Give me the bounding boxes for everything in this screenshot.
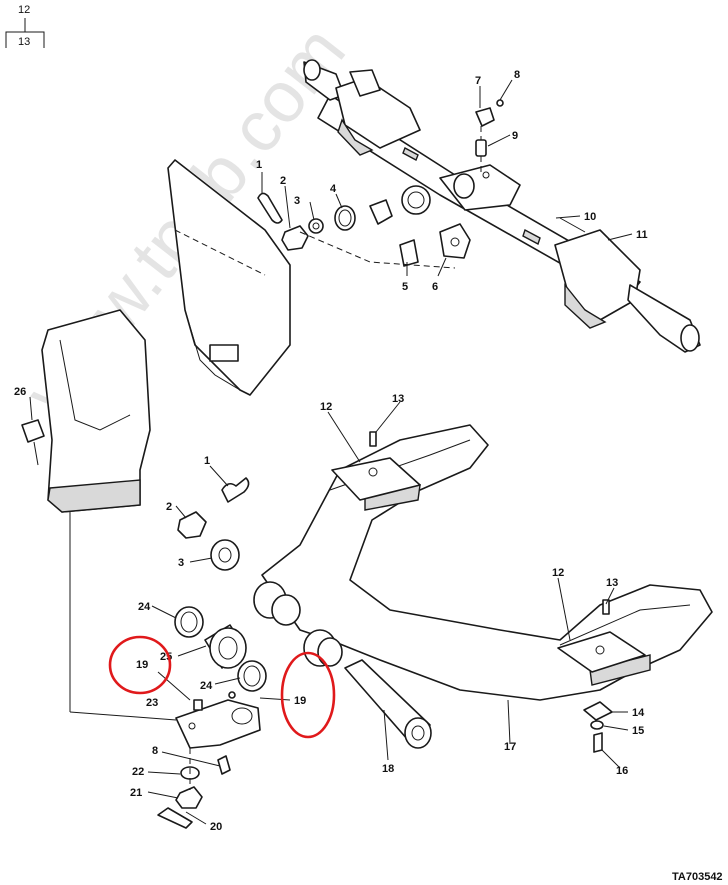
highlight-annotations [108, 635, 336, 739]
callout-8-top: 8 [514, 69, 520, 81]
callout-1-top: 1 [256, 159, 262, 171]
callout-23: 23 [146, 697, 158, 709]
callout-16: 16 [616, 765, 628, 777]
callout-24-top: 24 [138, 601, 151, 613]
upper-exploded-parts [257, 185, 471, 269]
highlight-circle-right [280, 651, 336, 739]
callout-26: 26 [14, 386, 26, 398]
figure-id: TA703542 [672, 871, 723, 883]
callout-8-lower: 8 [152, 745, 158, 757]
callout-2-lower: 2 [166, 501, 172, 513]
callout-2-top: 2 [280, 175, 286, 187]
callout-4: 4 [330, 183, 337, 195]
lower-exploded-parts [69, 477, 267, 829]
leader-lines [29, 79, 633, 825]
callout-5: 5 [402, 281, 408, 293]
callout-11: 11 [636, 229, 648, 241]
callout-12-top: 12 [320, 401, 332, 413]
callout-10: 10 [584, 211, 596, 223]
callout-9: 9 [512, 130, 518, 142]
callout-3-top: 3 [294, 195, 300, 207]
callout-3-lower: 3 [178, 557, 184, 569]
callout-12-lower: 12 [552, 567, 564, 579]
callout-13-lower: 13 [606, 577, 618, 589]
callout-6: 6 [432, 281, 438, 293]
callout-22: 22 [132, 766, 144, 778]
bushing-sleeve [344, 659, 432, 749]
callout-19-left: 19 [136, 659, 148, 671]
upper-frame-bracket [167, 159, 291, 396]
pad-fasteners [583, 701, 613, 753]
callout-15: 15 [632, 725, 644, 737]
callout-7: 7 [475, 75, 481, 87]
lower-frame-bracket [21, 309, 151, 712]
callout-14: 14 [632, 707, 645, 719]
callout-1-lower: 1 [204, 455, 210, 467]
header-figure-ref: 12 13 [5, 4, 45, 48]
callout-18: 18 [382, 763, 394, 775]
callout-21: 21 [130, 787, 142, 799]
callout-24-lower: 24 [200, 680, 213, 692]
lube-fitting-assembly [475, 99, 504, 172]
axle-housing [303, 59, 701, 353]
header-bottom-number: 13 [18, 36, 30, 48]
callout-17: 17 [504, 741, 516, 753]
header-top-number: 12 [18, 4, 30, 16]
walking-beam [253, 424, 713, 701]
callout-19-right: 19 [294, 695, 306, 707]
highlight-circle-left [108, 635, 172, 695]
callout-labels: 1 2 3 4 5 6 7 8 9 10 11 12 13 26 1 2 3 2… [14, 69, 648, 833]
callout-13-top: 13 [392, 393, 404, 405]
callout-20: 20 [210, 821, 222, 833]
